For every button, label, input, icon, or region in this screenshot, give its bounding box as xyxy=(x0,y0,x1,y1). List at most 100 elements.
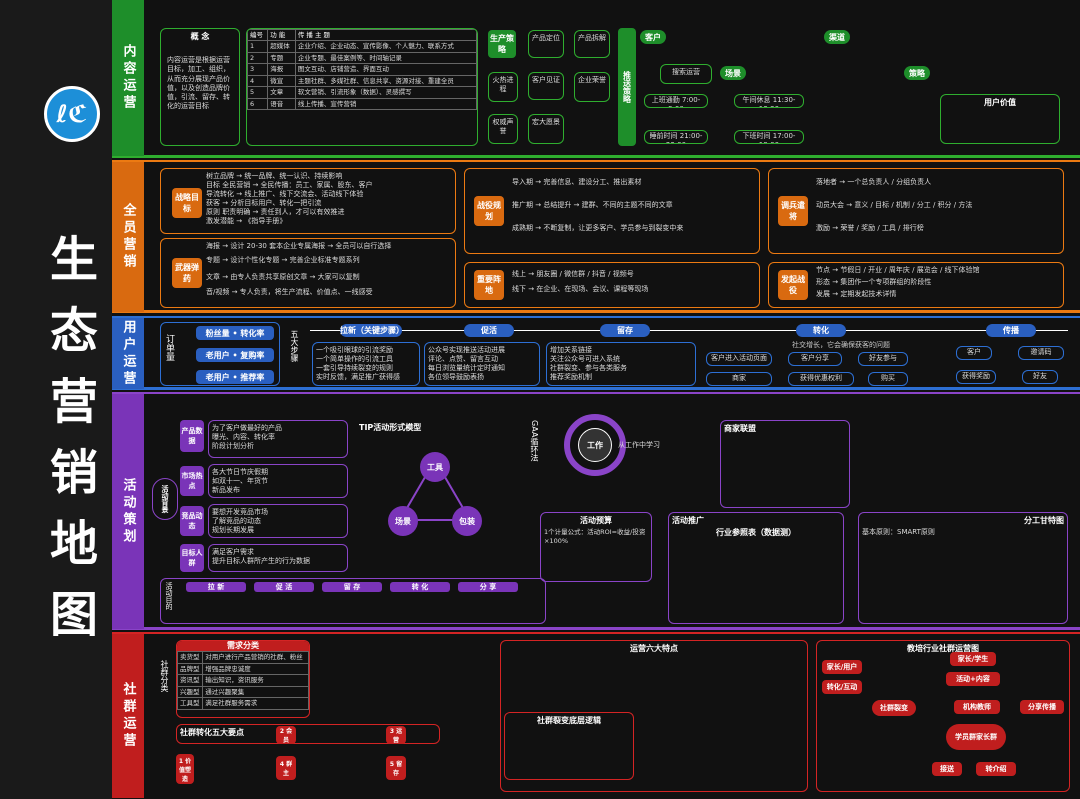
demand-box: 需求分类 卖货型对用户进行产品营销的社群、粉丝 品牌型增强品牌忠诚度 资讯型输出… xyxy=(176,640,310,718)
section-label-staff: 全员营销 xyxy=(112,162,144,312)
competitor-box: 要想开发竞品市场 了解竞品的动态 规划长期发展 xyxy=(208,504,348,538)
time-slot: 午间休息 11:30-13:30 xyxy=(734,94,804,108)
industry-node: 学员群家长群 xyxy=(946,724,1006,750)
cell: 软文营销、引流形象（数据）、灵感撰写 xyxy=(294,86,477,99)
cost-table-title: 行业参照表（数据测） xyxy=(716,528,796,538)
scene-node: 场景 xyxy=(720,66,746,80)
time-slot: 下班时间 17:00-19:00 xyxy=(734,130,804,144)
flow-node: 企业荣誉 xyxy=(574,72,610,102)
tip-node: 包装 xyxy=(452,506,482,536)
goal-pill: 拉 新 xyxy=(186,582,246,592)
tip-triangle-shape xyxy=(398,458,472,521)
concept-text: 内容运营是根据运营目标，加工、组织，从而充分展现产品价值，以及创造品牌价值，引流… xyxy=(167,56,230,110)
five-keys-box: 社群转化五大要点 xyxy=(176,724,440,744)
industry-node: 家长/用户 xyxy=(822,660,862,674)
cell: 卖货型 xyxy=(177,651,204,664)
product-data-box: 为了客户做最好的产品 曝光、内容、转化率 阶段计划分析 xyxy=(208,420,348,458)
formula-item: 老用户 • 复购率 xyxy=(196,348,274,362)
front-line: 线上 → 朋友圈 / 微信群 / 抖音 / 视频号 xyxy=(512,270,634,278)
deploy-line: 激励 → 荣誉 / 奖励 / 工具 / 排行榜 xyxy=(816,224,924,233)
plan-line: 推广期 → 总结提升 → 建群、不同的主题不同的文章 xyxy=(512,201,673,210)
flow-node: 客户见证 xyxy=(528,72,564,100)
social-note: 社交增长，它会确保获客的问题 xyxy=(792,341,890,349)
key-tag: 5 留存 xyxy=(386,756,406,780)
pull-line: 一套引导持续裂变的规则 xyxy=(316,364,393,373)
staff-tag: 武器弹药 xyxy=(172,258,202,288)
cycle-text: 从工作中学习 xyxy=(618,441,660,449)
strategy-node: 策略 xyxy=(904,66,930,80)
front-line: 线下 → 在企业、在现场、会议、课程等现场 xyxy=(512,285,649,294)
flow-node: 火热进程 xyxy=(488,72,518,102)
band-community xyxy=(112,632,1080,799)
band-activity xyxy=(112,392,1080,630)
flow-node: 产品拆解 xyxy=(574,30,610,58)
pull-box: 一个吸引眼球的引流奖励 一个简单操作的引流工具 一套引导持续裂变的规则 实时反馈… xyxy=(312,342,420,386)
promo-title: 活动推广 xyxy=(672,516,704,525)
table-row: 资讯型输出知识，资讯服务 xyxy=(177,674,309,687)
staff-tag: 重要阵地 xyxy=(474,270,504,300)
budget-box: 活动预算 1个计量公式：活动ROI=收益/投资×100% xyxy=(540,512,652,582)
section-label-user: 用户运营 xyxy=(112,318,144,389)
gantt-rule: 基本原则：SMART原则 xyxy=(862,528,935,537)
cell: 1 xyxy=(247,40,269,53)
demand-title: 需求分类 xyxy=(177,641,309,652)
retain-box: 增加关系链接 关注公众号可进入系统 社群裂变、参与各类服务 推荐奖励机制 xyxy=(546,342,696,386)
strategic-goal-box: 树立品牌 → 统一品牌、统一认识、持续影响 目标 全民营销 → 全民传播：员工、… xyxy=(160,168,456,234)
cell: 对用户进行产品营销的社群、粉丝 xyxy=(202,651,309,664)
table-row: 品牌型增强品牌忠诚度 xyxy=(177,662,309,676)
bg-line: 为了客户做最好的产品 xyxy=(212,424,282,432)
bg-line: 新品发布 xyxy=(212,486,240,495)
cell: 4 xyxy=(247,74,269,88)
industry-node: 家长/学生 xyxy=(950,652,996,666)
section-label-community: 社群运营 xyxy=(112,634,144,798)
push-strategy-label: 推送策略 xyxy=(618,28,636,146)
arms-line: 音/视频 → 专人负责，将生产流程、价值点、一线感受 xyxy=(206,288,373,297)
arms-box: 海报 → 设计 20-30 套本企业专属海报 → 全员可以自行选择 专题 → 设… xyxy=(160,238,456,308)
goal-line: 获客 → 分析目标用户、转化一把引流 xyxy=(206,199,322,208)
cell: 增强品牌忠诚度 xyxy=(202,662,309,676)
concept-heading: 概 念 xyxy=(190,32,210,41)
fission-title: 社群裂变底层逻辑 xyxy=(537,716,601,725)
retain-line: 社群裂变、参与各类服务 xyxy=(550,364,627,373)
industry-title: 教培行业社群运营图 xyxy=(907,644,979,653)
tip-title: TIP活动形式模型 xyxy=(359,423,422,432)
goal-line: 激发潜能 → 《指导手册》 xyxy=(206,217,287,226)
cell: 通过兴趣聚集 xyxy=(202,685,309,699)
cell: 线上传播、宣传营销 xyxy=(294,97,477,111)
time-slot: 睡前时间 21:00-23:00 xyxy=(644,130,708,144)
phase-pill: 留存 xyxy=(600,324,650,337)
industry-box: 教培行业社群运营图 xyxy=(816,640,1070,792)
tip-triangle xyxy=(398,458,472,521)
goal-line: 目标 全民营销 → 全民传播：员工、家属、股东、客户 xyxy=(206,181,373,190)
goal-pill: 转 化 xyxy=(390,582,450,592)
band-staff xyxy=(112,160,1080,313)
cell: 微宣 xyxy=(267,74,296,88)
merchant-union-title: 商家联盟 xyxy=(724,424,756,433)
order-label: 订单量 xyxy=(164,334,174,361)
section-label-content: 内容运营 xyxy=(112,0,144,156)
cell: 兴趣型 xyxy=(177,685,204,699)
table-header: 编号 xyxy=(247,29,269,42)
gantt-box: 分工甘特图 基本原则：SMART原则 xyxy=(858,512,1068,624)
cell: 企业专题、最佳案例等、时间轴记录 xyxy=(294,51,477,65)
activate-box: 公众号实现推送活动进展 评论、点赞、留言互动 每日浏览量统计定时通知 各位领导鼓… xyxy=(424,342,540,386)
bg-item: 市场热点 xyxy=(180,466,204,496)
cycle-center: 工作 xyxy=(578,428,612,462)
spread-node: 客户 xyxy=(956,346,992,360)
activate-line: 公众号实现推送活动进展 xyxy=(428,346,505,354)
launch-box: 节点 → 节假日 / 开业 / 周年庆 / 展览会 / 线下体验馆 形态 → 集… xyxy=(768,262,1064,308)
front-box: 线上 → 朋友圈 / 微信群 / 抖音 / 视频号 线下 → 在企业、在现场、会… xyxy=(464,262,760,308)
bg-line: 满足客户需求 xyxy=(212,548,254,556)
pull-line: 一个简单操作的引流工具 xyxy=(316,355,393,364)
flow-step: 商家 xyxy=(706,372,772,386)
five-steps-label: 五大步骤 xyxy=(290,330,299,362)
ops-box: 运营六大特点 xyxy=(500,640,808,792)
ops-title: 运营六大特点 xyxy=(630,644,678,653)
cell: 6 xyxy=(247,97,269,111)
goal-pill: 分 享 xyxy=(458,582,518,592)
cell: 3 xyxy=(247,63,269,76)
